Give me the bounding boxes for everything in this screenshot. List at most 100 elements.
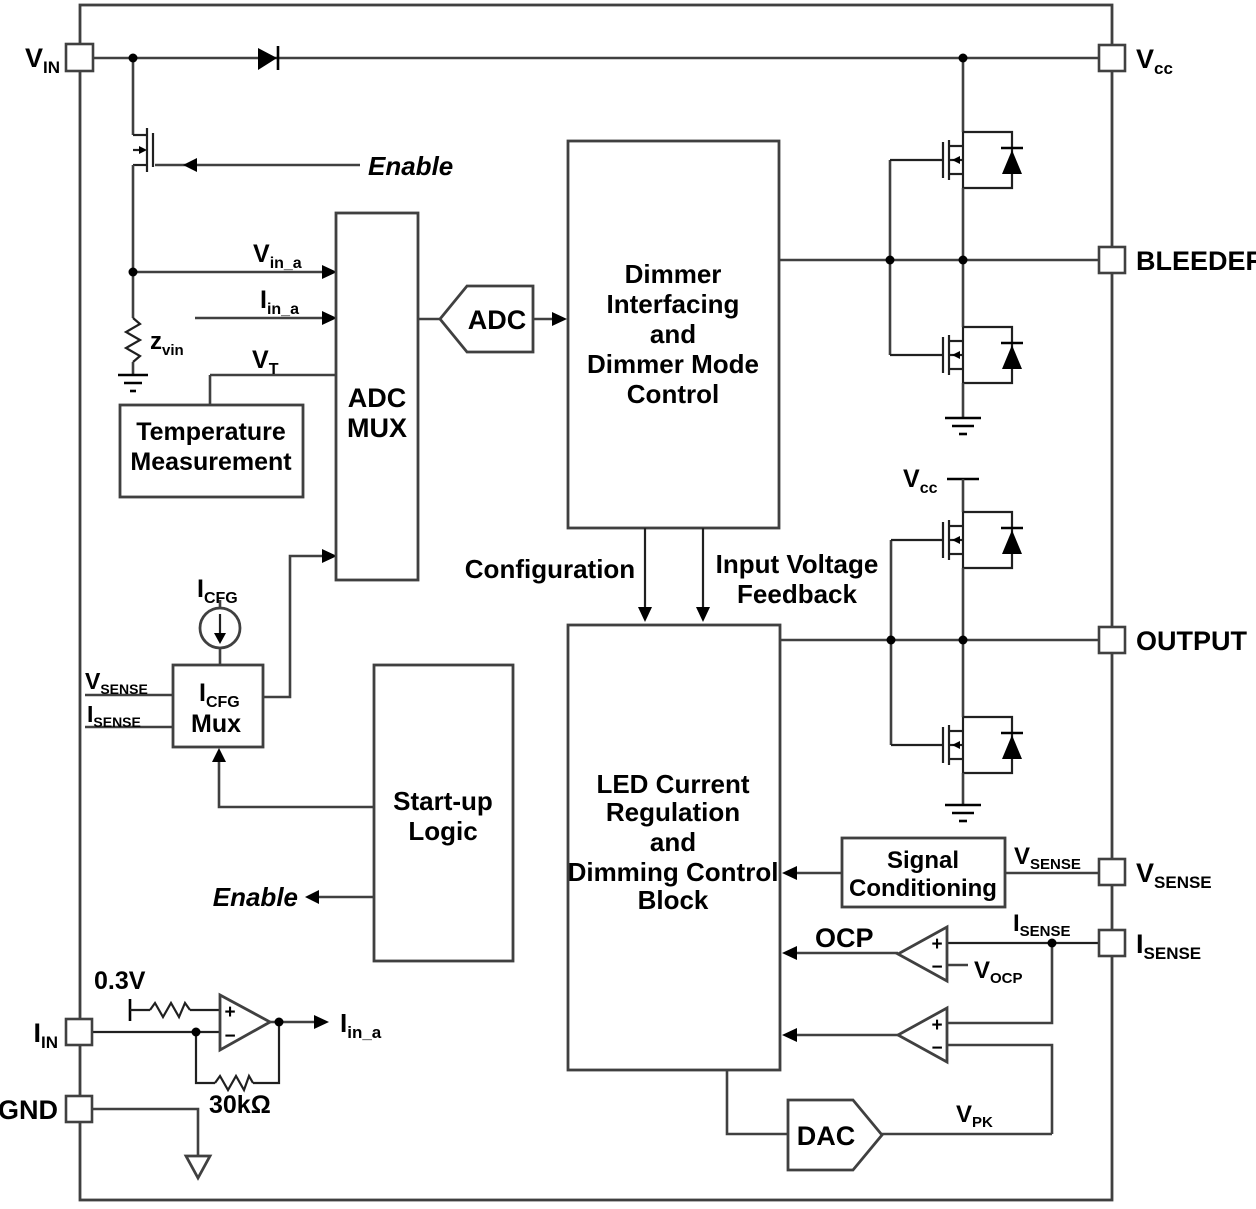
dimmer-line2: Interfacing xyxy=(607,289,740,319)
startup-to-icfgmux-wire xyxy=(217,752,374,809)
ground-icon xyxy=(118,373,148,393)
junction-dots xyxy=(128,53,1057,1037)
vcc-pin xyxy=(1097,43,1127,73)
peak-comparator-icon: + − xyxy=(782,943,1054,1134)
vin-a-label: Vin_a xyxy=(253,240,302,272)
output-stage xyxy=(780,477,1099,823)
gnd-pin xyxy=(64,1094,94,1124)
ground-triangle-icon xyxy=(183,1154,213,1181)
bleeder-pin-label: BLEEDER xyxy=(1136,246,1256,276)
icfg-mux-line2: Mux xyxy=(191,710,241,738)
output-high-mosfet-icon xyxy=(891,479,1023,640)
icfg-source-label: ICFG xyxy=(197,575,238,607)
bleeder-high-mosfet-icon xyxy=(890,58,1023,260)
0p3v-label: 0.3V xyxy=(94,967,146,995)
led-line3: and xyxy=(650,827,696,857)
feedback-resistor-icon xyxy=(214,1073,254,1093)
dimmer-block: Dimmer Interfacing and Dimmer Mode Contr… xyxy=(566,139,781,530)
isense-left-label: ISENSE xyxy=(87,701,141,730)
led-regulation-block: LED Current Regulation and Dimming Contr… xyxy=(566,623,782,1072)
icfg-mux-line1: ICFG xyxy=(199,679,240,711)
icfg-mux-block: ICFG Mux xyxy=(85,549,337,749)
ocp-comparator-icon: + − xyxy=(782,924,968,984)
vpk-label: VPK xyxy=(956,1101,993,1131)
iin-pin-label: IIN xyxy=(33,1018,58,1052)
ground-icon xyxy=(945,803,981,823)
isense-pin xyxy=(1097,928,1127,958)
output-pin xyxy=(1097,625,1127,655)
isense-pin-label: ISENSE xyxy=(1136,929,1201,963)
dimmer-line5: Control xyxy=(627,379,719,409)
plus-sign: + xyxy=(224,1002,235,1023)
minus-sign: − xyxy=(931,1038,942,1059)
vsense-left-label: VSENSE xyxy=(85,668,148,697)
vocp-label: VOCP xyxy=(974,957,1023,987)
pins xyxy=(64,42,1127,1124)
plus-sign: + xyxy=(931,934,942,955)
current-sense-comparators: + − + − xyxy=(782,924,1099,1134)
vin-pin-label: VIN xyxy=(25,43,60,77)
vin-sense-network xyxy=(118,265,337,405)
ocp-label: OCP xyxy=(815,923,874,953)
gnd-wire xyxy=(92,1107,200,1156)
iin-a-bottom-label: Iin_a xyxy=(340,1008,382,1042)
dimmer-line3: and xyxy=(650,319,696,349)
opamp-icon xyxy=(218,992,273,1053)
gnd-pin-label: GND xyxy=(0,1095,58,1125)
adc-mux-line1: ADC xyxy=(348,383,407,413)
temperature-line2: Measurement xyxy=(130,448,292,476)
led-line4: Dimming Control xyxy=(568,857,779,887)
plus-sign: + xyxy=(931,1015,942,1036)
isense-wire-label: ISENSE xyxy=(1013,910,1071,940)
startup-line1: Start-up xyxy=(393,786,493,816)
adc-label: ADC xyxy=(468,305,527,335)
icfg-to-adcmux-wire xyxy=(263,554,332,699)
configuration-label: Configuration xyxy=(465,554,635,584)
signal-conditioning-block: Signal Conditioning xyxy=(782,836,1099,909)
temperature-measurement-block: Temperature Measurement xyxy=(118,403,305,499)
output-low-mosfet-icon xyxy=(891,640,1023,823)
vsense-wire-label: VSENSE xyxy=(1014,843,1081,873)
enable-top-label: Enable xyxy=(368,151,453,181)
sc-line2: Conditioning xyxy=(849,875,997,902)
dimmer-line1: Dimmer xyxy=(625,259,722,289)
vsense-pin-label: VSENSE xyxy=(1136,858,1212,892)
zvin-label: zvin xyxy=(150,328,184,359)
input-voltage-feedback-line1: Input Voltage xyxy=(716,549,879,579)
ground-icon xyxy=(945,416,981,436)
minus-sign: − xyxy=(931,957,942,978)
minus-sign: − xyxy=(224,1026,235,1047)
dimmer-line4: Dimmer Mode xyxy=(587,349,759,379)
input-current-amplifier: + − xyxy=(92,992,329,1181)
vin-pin xyxy=(64,42,95,73)
rail-diode-icon xyxy=(258,48,277,70)
top-rail xyxy=(93,46,1099,70)
startup-line2: Logic xyxy=(408,816,477,846)
adc-block: ADC xyxy=(418,284,567,354)
dac-block: DAC xyxy=(725,1070,1052,1172)
iin-pin xyxy=(64,1017,94,1047)
dimmer-to-led-wires xyxy=(638,528,710,622)
resistor-icon xyxy=(149,1000,191,1020)
led-line2: Regulation xyxy=(606,797,740,827)
output-pin-label: OUTPUT xyxy=(1136,626,1248,656)
vsense-pin xyxy=(1097,857,1127,887)
adc-mux-line2: MUX xyxy=(347,413,407,443)
led-line1: LED Current xyxy=(596,769,749,799)
enable-bottom-arrow-icon xyxy=(305,890,319,904)
icfg-current-source xyxy=(198,600,242,665)
enable-bottom-label: Enable xyxy=(213,882,298,912)
adc-mux-block: ADC MUX xyxy=(334,211,420,582)
sc-line1: Signal xyxy=(887,847,959,874)
vcc-inner-label: Vcc xyxy=(903,465,938,497)
iin-a-top-label: Iin_a xyxy=(260,286,299,318)
bleeder-pin xyxy=(1097,245,1127,275)
enable-pass-transistor xyxy=(131,58,360,272)
vcc-pin-label: Vcc xyxy=(1136,44,1173,78)
bleeder-low-mosfet-icon xyxy=(890,260,1023,436)
enable-top-arrow-icon xyxy=(183,158,197,172)
input-voltage-feedback-line2: Feedback xyxy=(737,579,857,609)
temperature-line1: Temperature xyxy=(136,418,286,446)
dac-label: DAC xyxy=(797,1121,856,1151)
